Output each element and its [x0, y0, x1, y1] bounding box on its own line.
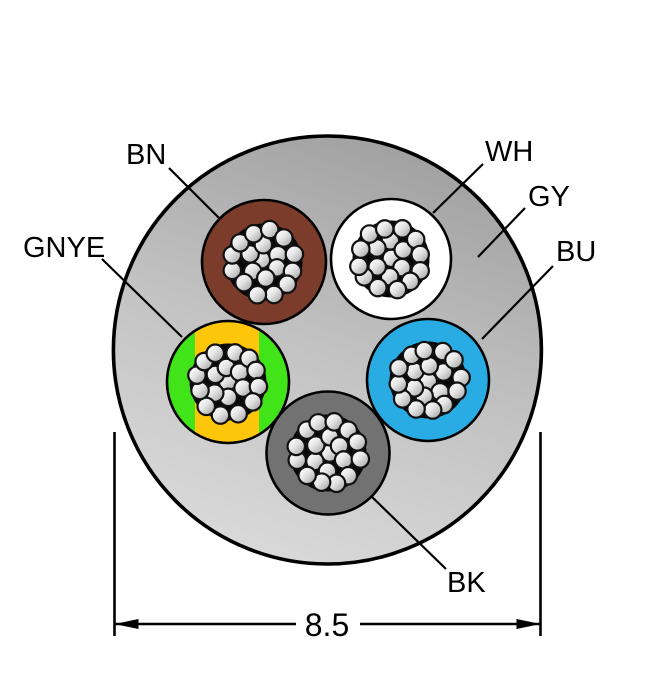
- wire-strand: [242, 392, 263, 412]
- conductor-label-bk: BK: [447, 567, 486, 599]
- conductor-bu: [365, 317, 491, 443]
- wire-strand: [368, 277, 388, 298]
- leader-line-gnye: [101, 258, 183, 338]
- wire-strand: [286, 436, 307, 457]
- wire-strand: [234, 272, 254, 293]
- wire-strand: [230, 232, 250, 253]
- leader-line-wh: [432, 163, 484, 214]
- wire-strand: [243, 223, 264, 244]
- conductor-wh: [329, 197, 453, 321]
- conductor-label-bn: BN: [126, 139, 166, 171]
- wire-strand: [410, 244, 430, 265]
- conductor-label-gy: GY: [528, 181, 570, 213]
- wire-strand: [305, 435, 326, 455]
- conductors-layer: [165, 197, 491, 516]
- conductor-label-bu: BU: [556, 236, 596, 268]
- wire-strand: [388, 374, 409, 394]
- wire-strand: [297, 465, 317, 486]
- wire-strand: [228, 403, 248, 424]
- wire-strand: [274, 228, 294, 248]
- wire-strand: [246, 360, 266, 381]
- wire-strand: [205, 343, 226, 364]
- wire-strand: [277, 274, 297, 295]
- conductor-bn: [200, 198, 328, 326]
- conductor-label-wh: WH: [485, 136, 533, 168]
- wire-strand: [308, 413, 328, 433]
- wire-strand: [447, 381, 467, 401]
- wire-strand: [284, 244, 305, 265]
- wire-strand: [422, 400, 443, 420]
- wire-strand: [247, 284, 268, 305]
- arrowhead-left-icon: [114, 619, 139, 629]
- wire-strand: [389, 358, 409, 378]
- leader-lines-layer: [101, 163, 554, 570]
- conductor-bk: [265, 390, 391, 516]
- labels-layer: BN WH GY BU GNYE BK: [23, 136, 596, 599]
- conductor-outline: [165, 319, 291, 445]
- wire-strand: [259, 219, 280, 240]
- leader-line-bn: [168, 167, 220, 219]
- wire-strand: [351, 239, 371, 259]
- wire-strand: [406, 399, 426, 419]
- leader-line-gy: [477, 207, 526, 258]
- wire-strand: [349, 256, 369, 277]
- leader-line-bu: [481, 265, 554, 340]
- conductor-gnye: [165, 319, 291, 445]
- wire-strand: [374, 219, 395, 239]
- dimension-value: 8.5: [305, 607, 349, 643]
- dimension-layer: 8.5: [113, 432, 542, 643]
- wire-strand: [414, 340, 435, 361]
- leader-line-bk: [370, 495, 447, 570]
- wire-strand: [350, 449, 371, 469]
- wire-strand: [444, 350, 464, 370]
- arrowhead-right-icon: [516, 619, 541, 629]
- wire-strand: [387, 279, 408, 300]
- wire-strand: [264, 284, 284, 305]
- wire-strand: [255, 268, 276, 288]
- wire-strand: [324, 412, 345, 432]
- wire-strand: [347, 432, 368, 452]
- conductor-label-gnye: GNYE: [23, 232, 105, 264]
